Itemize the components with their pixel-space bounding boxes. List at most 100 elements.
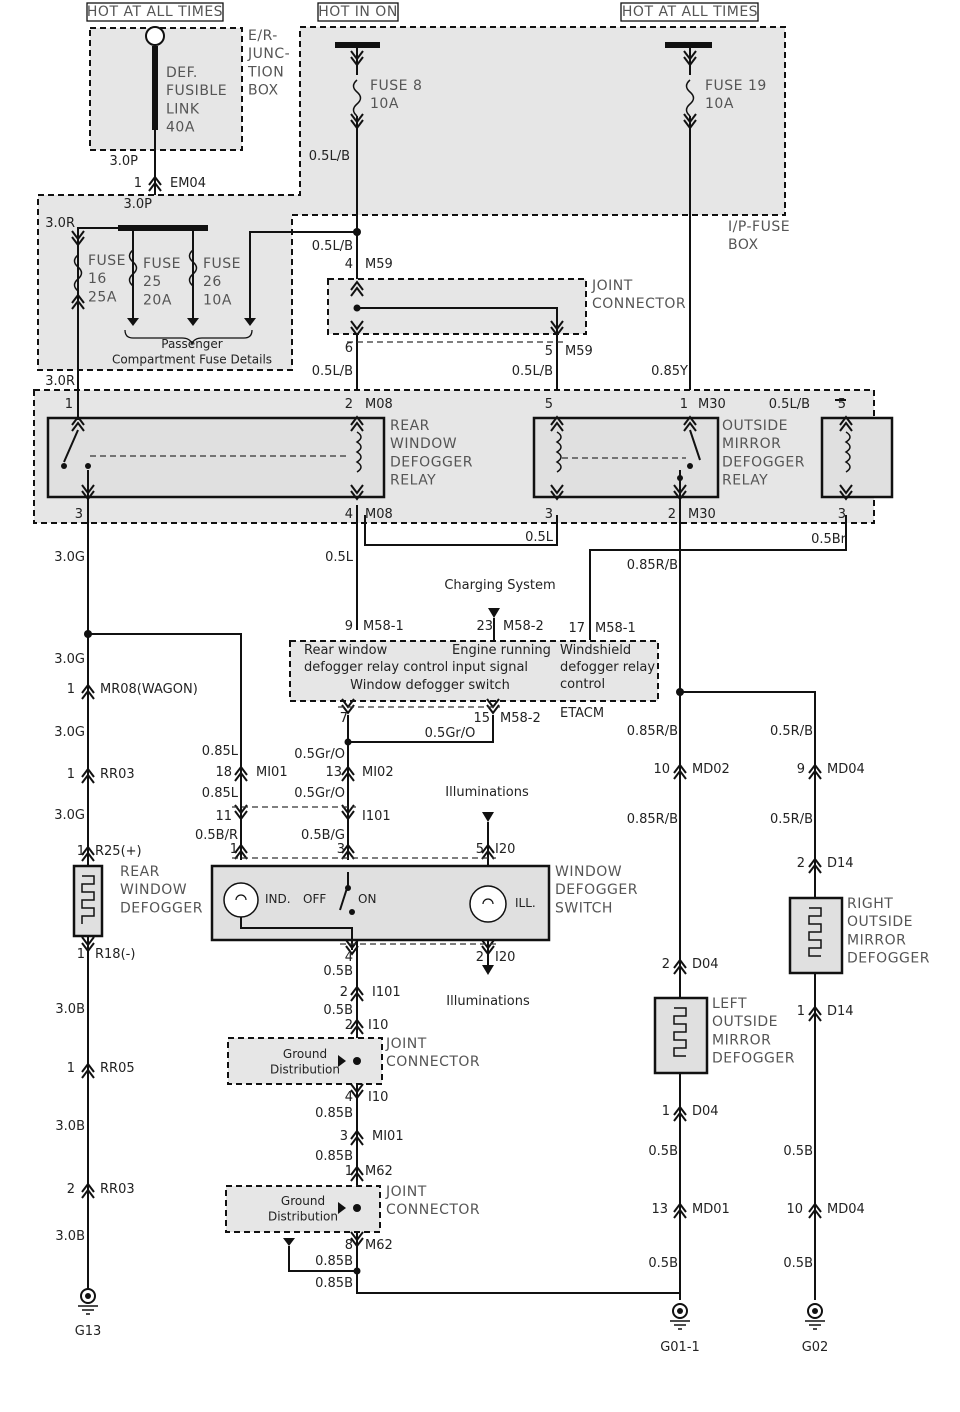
wire-label: D04	[692, 1104, 719, 1119]
wire-label: M59	[365, 257, 393, 272]
wire-label: 5	[476, 842, 484, 857]
wire-label: D14	[827, 856, 854, 871]
wire-label: I10	[368, 1018, 388, 1033]
wire-label: 0.5L	[325, 550, 354, 565]
wire-label: 1	[77, 844, 85, 859]
wire-label: 0.5L/B	[512, 364, 553, 379]
wire-label: M30	[698, 397, 726, 412]
wire-label: 2	[797, 856, 805, 871]
wire-label: 0.5L/B	[769, 397, 810, 412]
wire-label: 0.85L	[202, 786, 239, 801]
wire-label: 0.5B/R	[195, 828, 238, 843]
left-mirror-defogger	[653, 996, 709, 1075]
right-mirror-defogger	[788, 896, 844, 975]
wire-label: MD01	[692, 1202, 730, 1217]
wire-label: 0.5L	[525, 530, 554, 545]
wire-label: 1	[662, 1104, 670, 1119]
joint-connector-m59	[327, 278, 587, 335]
hot-at-all-times-header-2	[620, 2, 759, 22]
wire-label: RR03	[100, 1182, 135, 1197]
hot-in-on-text: HOT IN ON	[318, 4, 398, 20]
wire-label: 0.5Gr/O	[294, 747, 345, 762]
wire-label: 2	[662, 957, 670, 972]
er-junction-box	[89, 27, 243, 151]
wire-label: MD04	[827, 1202, 865, 1217]
wire-label: 0.85R/B	[627, 558, 678, 573]
wire-label: 13	[651, 1202, 668, 1217]
wire-label: 3.0B	[55, 1119, 85, 1134]
right-mirror-heater-icon	[808, 907, 822, 957]
wire-label: 3.0G	[54, 725, 85, 740]
wire-label: 1	[345, 1164, 353, 1179]
wire-label: R18(-)	[95, 947, 135, 962]
wire-label: 4	[345, 257, 353, 272]
wire-label: M58-1	[363, 619, 404, 634]
wire-label: M59	[565, 344, 593, 359]
wire-label: 15	[473, 711, 490, 726]
wire-label: 23	[476, 619, 493, 634]
wire-label: 0.5Br	[811, 532, 847, 547]
wire-label: 5	[545, 397, 553, 412]
wire-label: I101	[372, 985, 401, 1000]
wire-label: 3.0G	[54, 652, 85, 667]
wire-label: 0.5B	[323, 1003, 353, 1018]
wire-label: 1	[67, 767, 75, 782]
wire-label: 3.0G	[54, 808, 85, 823]
wire-label: 1	[67, 1061, 75, 1076]
wire-label: 3.0R	[45, 216, 75, 231]
wire-label: M58-1	[595, 621, 636, 636]
illumination-lamp-icon	[469, 885, 507, 923]
wire-label: M62	[365, 1238, 393, 1253]
switch-ill-label: ILL.	[515, 896, 536, 910]
wire-label: 0.5Gr/O	[294, 786, 345, 801]
wire-label: 2	[476, 950, 484, 965]
wire-label: 0.5B	[648, 1256, 678, 1271]
wire-label: 0.5B	[323, 964, 353, 979]
wire-label: 2	[340, 985, 348, 1000]
wire-label: 0.5R/B	[770, 812, 813, 827]
ground-g01-1-label: G01-1	[660, 1340, 700, 1355]
wire-label: 10	[786, 1202, 803, 1217]
wire-label: RR03	[100, 767, 135, 782]
wire-label: 8	[345, 1238, 353, 1253]
charging-system-label: Charging System	[444, 578, 555, 593]
wire-label: MI01	[372, 1129, 404, 1144]
etacm-label: ETACM	[560, 706, 604, 721]
wire-label: 0.85B	[315, 1276, 353, 1291]
wire-label: D14	[827, 1004, 854, 1019]
wire-label: MR08(WAGON)	[100, 682, 198, 697]
wire-label: MD04	[827, 762, 865, 777]
wire-label: 0.5L/B	[309, 149, 350, 164]
rear-window-defogger-icon	[72, 864, 104, 938]
hot-in-on-header	[317, 2, 399, 22]
etacm-switch-signal: Window defogger switch	[350, 678, 510, 693]
wire-label: 0.85Y	[651, 364, 688, 379]
wire-label: 9	[345, 619, 353, 634]
wire-label: MI02	[362, 765, 394, 780]
wire-label: R25(+)	[95, 844, 142, 859]
wire-label: 0.85R/B	[627, 724, 678, 739]
wire-label: 3.0B	[55, 1229, 85, 1244]
wire-label: 0.5B	[648, 1144, 678, 1159]
wire-label: 0.5B	[783, 1144, 813, 1159]
wire-label: I20	[495, 950, 515, 965]
hot-at-all-times-text-1: HOT AT ALL TIMES	[87, 4, 223, 20]
illuminations-bottom: Illuminations	[446, 994, 530, 1009]
